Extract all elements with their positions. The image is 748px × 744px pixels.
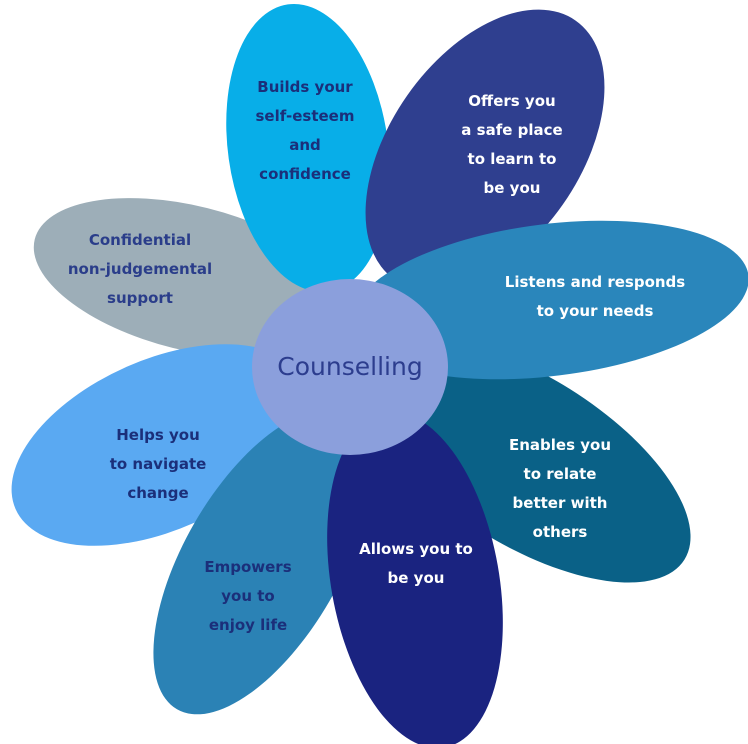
petal-line: non-judgemental [68,260,212,278]
petal-line: Offers you [468,92,555,110]
petal-line: better with [513,494,608,512]
petal-line: Confidential [89,231,191,249]
petal-label-allows-you: Allows you to be you [359,540,473,587]
petal-line: and [289,136,321,154]
petal-line: Enables you [509,436,611,454]
petal-allows-you: Allows you to be you [327,411,503,744]
petal-line: Empowers [204,558,291,576]
petal-line: Allows you to [359,540,473,558]
petal-line: support [107,289,173,307]
petal-empowers: Empowers you to enjoy life [153,409,371,715]
petal-line: a safe place [461,121,562,139]
petal-line: others [533,523,588,541]
petal-builds-self-esteem: Builds your self-esteem and confidence [226,3,390,293]
petal-label-relate-better: Enables you to relate better with others [509,436,611,541]
center-label: Counselling [277,352,422,381]
petal-label-safe-place: Offers you a safe place to learn to be you [461,92,562,197]
petal-label-confidential: Confidential non-judgemental support [68,231,212,307]
petal-safe-place: Offers you a safe place to learn to be you [365,9,605,291]
petal-line: self-esteem [256,107,355,125]
petal-listens-responds: Listens and responds to your needs [351,220,748,380]
petal-line: to learn to [468,150,557,168]
petal-line: change [127,484,188,502]
petal-label-listens-responds: Listens and responds to your needs [505,273,686,320]
petal-line: be you [484,179,541,197]
petal-line: be you [388,569,445,587]
petal-line: you to [221,587,274,605]
petal-line: to relate [524,465,597,483]
petal-line: to navigate [110,455,207,473]
petal-line: Helps you [116,426,200,444]
petal-line: enjoy life [209,616,287,634]
petal-label-builds-self-esteem: Builds your self-esteem and confidence [256,78,355,183]
petal-line: Listens and responds [505,273,686,291]
petal-line: to your needs [537,302,654,320]
petal-relate-better: Enables you to relate better with others [359,337,691,583]
petal-line: Builds your [257,78,353,96]
petal-line: confidence [259,165,351,183]
center-hub: Counselling [252,279,448,455]
petal-label-navigate-change: Helps you to navigate change [110,426,207,502]
petal-label-empowers: Empowers you to enjoy life [204,558,291,634]
